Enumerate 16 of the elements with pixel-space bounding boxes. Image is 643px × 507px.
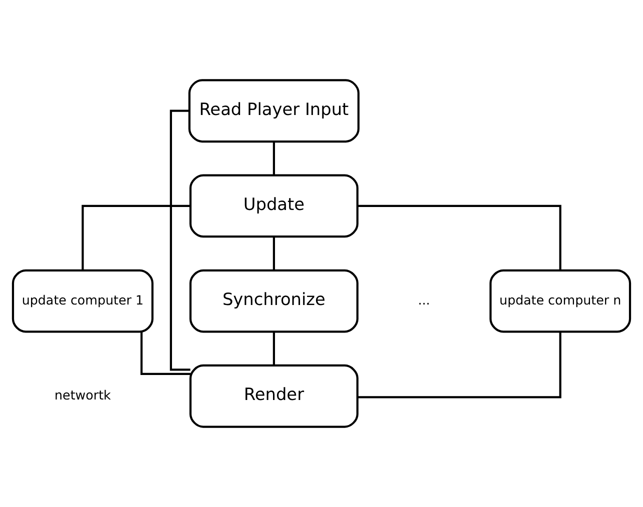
node-box: Read Player Input — [188, 79, 360, 143]
node-box: update computer n — [490, 269, 632, 333]
connector — [140, 332, 190, 375]
connector — [170, 110, 190, 371]
connector — [272, 237, 276, 270]
connector — [272, 332, 276, 366]
connector — [358, 204, 562, 270]
connector — [82, 204, 190, 270]
connector — [358, 332, 562, 398]
node-box: Update — [189, 174, 358, 238]
node-box: update computer 1 — [12, 269, 154, 333]
connector — [272, 142, 276, 176]
label: ... — [418, 292, 430, 308]
node-box: Render — [189, 364, 358, 428]
label: networtk — [54, 387, 111, 402]
node-box: Synchronize — [189, 269, 358, 333]
